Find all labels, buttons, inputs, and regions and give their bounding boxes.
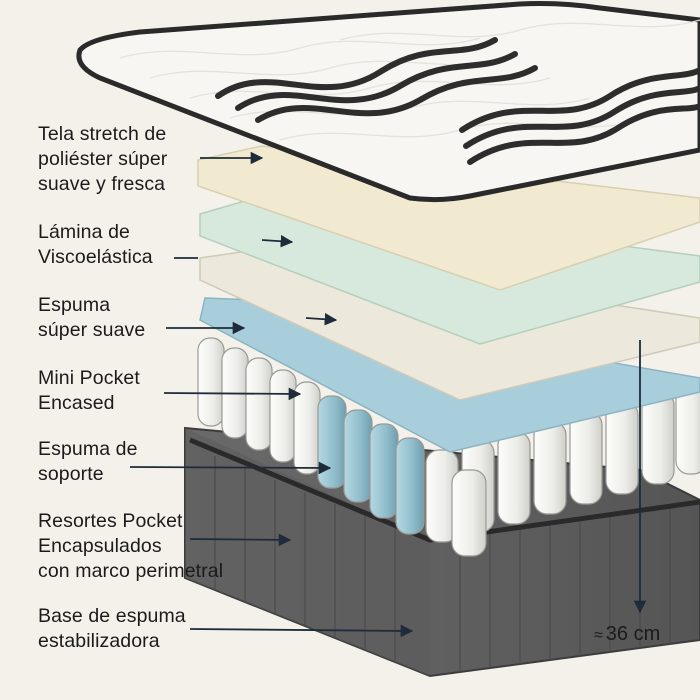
label-memory-foam: Lámina de Viscoelástica — [38, 221, 153, 268]
arrow-soft-foam-inner — [305, 312, 338, 326]
height-label: ≈36 cm — [594, 623, 660, 646]
arrow-support-foam — [129, 461, 332, 475]
label-pocket-springs: Resortes Pocket Encapsulados con marco p… — [38, 510, 224, 582]
arrow-mini-pocket — [163, 387, 302, 401]
height-value: 36 cm — [605, 623, 661, 645]
label-support-foam: Espuma de soporte — [38, 438, 138, 485]
label-mini-pocket: Mini Pocket Encased — [38, 367, 140, 414]
arrow-base — [189, 624, 414, 638]
arrow-memory-foam — [261, 234, 294, 248]
leader-arrows — [129, 151, 647, 638]
approx-symbol: ≈ — [594, 627, 603, 644]
cream-layer — [197, 145, 700, 291]
label-base-foam: Base de espuma estabilizadora — [38, 605, 186, 652]
label-super-soft-foam: Espuma súper suave — [38, 294, 146, 341]
label-fabric: Tela stretch de poliéster súper suave y … — [38, 123, 168, 195]
top-fabric — [76, 1, 700, 203]
arrow-pocket-springs — [189, 533, 292, 547]
